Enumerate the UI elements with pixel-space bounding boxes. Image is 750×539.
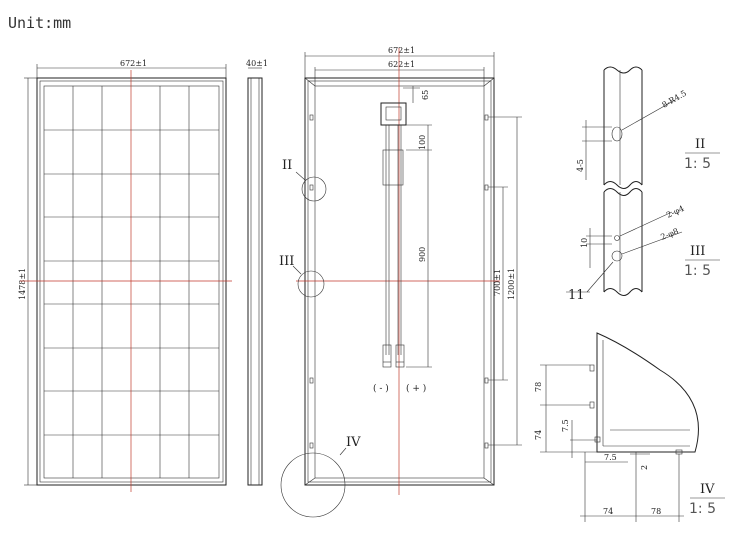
detail-iv-dim-7-5-h: 7.5 — [604, 453, 617, 462]
detail-iii-offset-dim: 10 — [580, 238, 589, 248]
back-outer-width-dim: 672±1 — [388, 46, 415, 55]
detail-iii-label: III — [690, 244, 705, 259]
ground-hole — [611, 250, 623, 262]
side-thickness-dim: 40±1 — [246, 59, 268, 68]
detail-ii-hole-dim: 8-R4.5 — [661, 89, 688, 110]
front-height-dim: 1478±1 — [18, 268, 27, 300]
callout-label-ii: II — [282, 158, 292, 173]
callout-circle-iv — [280, 452, 346, 518]
cell-grid — [44, 86, 219, 478]
side-view: 40±1 — [246, 59, 268, 486]
detail-iv-label: IV — [700, 482, 715, 497]
detail-iii: 2-φ4 2-φ8 10 11 III 1: 5 — [566, 192, 720, 303]
callout-label-iv: IV — [346, 435, 361, 450]
cables — [382, 125, 405, 368]
hole-spacing-dim-a: 700±1 — [493, 269, 502, 296]
detail-iv-dim-74-h: 74 — [603, 507, 613, 516]
back-frame — [304, 77, 495, 486]
panel-frame — [36, 77, 227, 486]
detail-iv-dim-78-v: 78 — [534, 382, 543, 392]
cable-short-dim: 100 — [418, 135, 427, 150]
unit-label: Unit:mm — [8, 14, 71, 32]
front-width-dim: 672±1 — [120, 59, 147, 68]
positive-terminal-label: ( + ) — [406, 383, 426, 394]
callout-label-iii: III — [279, 254, 294, 269]
detail-iv: 78 74 7.5 7.5 2 74 78 IV 1: 5 — [534, 332, 725, 522]
detail-iv-dim-7-5-v: 7.5 — [561, 419, 570, 432]
detail-iii-hole-small: 2-φ4 — [665, 204, 686, 220]
back-view: 672±1 622±1 65 — [279, 46, 522, 518]
detail-ii-scale: 1: 5 — [684, 156, 711, 172]
back-inner-width-dim: 622±1 — [388, 60, 415, 69]
front-view: 672±1 1478±1 — [18, 59, 232, 492]
detail-iii-scale: 1: 5 — [684, 263, 711, 279]
detail-ii: 8-R4.5 4-5 II 1: 5 — [576, 66, 720, 196]
mounting-holes — [309, 114, 489, 449]
detail-ii-offset-dim: 4-5 — [576, 159, 585, 172]
cable-long-dim: 900 — [418, 247, 427, 262]
detail-iv-dim-74-v: 74 — [534, 430, 543, 440]
hole-spacing-dim-b: 1200±1 — [507, 268, 516, 300]
negative-terminal-label: ( - ) — [373, 383, 389, 394]
detail-iv-scale: 1: 5 — [689, 501, 716, 517]
detail-iii-depth-dim: 11 — [568, 288, 585, 303]
corner-frame-outline — [596, 332, 699, 453]
callout-circle-ii — [301, 176, 327, 202]
detail-iv-dim-78-h: 78 — [651, 507, 661, 516]
detail-iii-hole-large: 2-φ8 — [659, 227, 680, 242]
callout-circle-iii — [297, 270, 325, 298]
oblong-hole — [611, 126, 623, 142]
detail-ii-label: II — [695, 137, 705, 152]
junction-box — [380, 102, 407, 126]
detail-iv-dim-2: 2 — [640, 465, 649, 470]
jbox-offset-dim: 65 — [421, 90, 430, 100]
